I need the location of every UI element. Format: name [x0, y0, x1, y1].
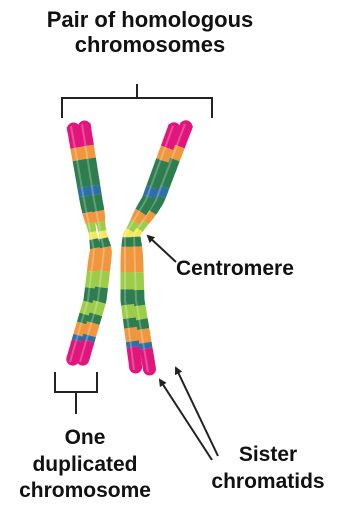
left-chromosome	[66, 121, 112, 366]
one-duplicated-chromosome-label: One duplicated chromosome	[0, 425, 170, 505]
orange-band	[121, 247, 134, 272]
telomere-cap-bottom	[129, 361, 142, 374]
right-chromosome	[121, 120, 194, 375]
light-green_band	[121, 304, 136, 319]
homologous-pair-bracket	[62, 84, 212, 118]
dark-green_band	[123, 317, 137, 328]
one-dup-line-3: chromosome	[0, 478, 170, 505]
orange-band	[124, 327, 139, 342]
telomere-cap-bottom	[143, 363, 156, 376]
light-green_band	[95, 270, 110, 288]
sister-line-2: chromatids	[198, 469, 338, 496]
centromere-arrow	[148, 236, 176, 262]
one-duplicated-bracket	[55, 372, 97, 414]
sister-chromatids-label: Sister chromatids	[198, 442, 338, 495]
telomere-cap-top	[78, 121, 91, 134]
dark-green_band	[121, 237, 132, 247]
title-line-1: Pair of homologous	[0, 8, 300, 33]
diagram-title: Pair of homologous chromosomes	[0, 8, 300, 57]
centromere-label: Centromere	[176, 257, 294, 281]
one-dup-line-2: duplicated	[0, 452, 170, 479]
light-green_band	[121, 272, 134, 289]
orange-band	[81, 145, 96, 160]
one-dup-line-1: One	[0, 425, 170, 452]
dark-green_band	[121, 289, 135, 305]
sister-line-1: Sister	[198, 442, 338, 469]
telomere-cap-top	[67, 123, 80, 136]
title-line-2: chromosomes	[0, 33, 300, 58]
